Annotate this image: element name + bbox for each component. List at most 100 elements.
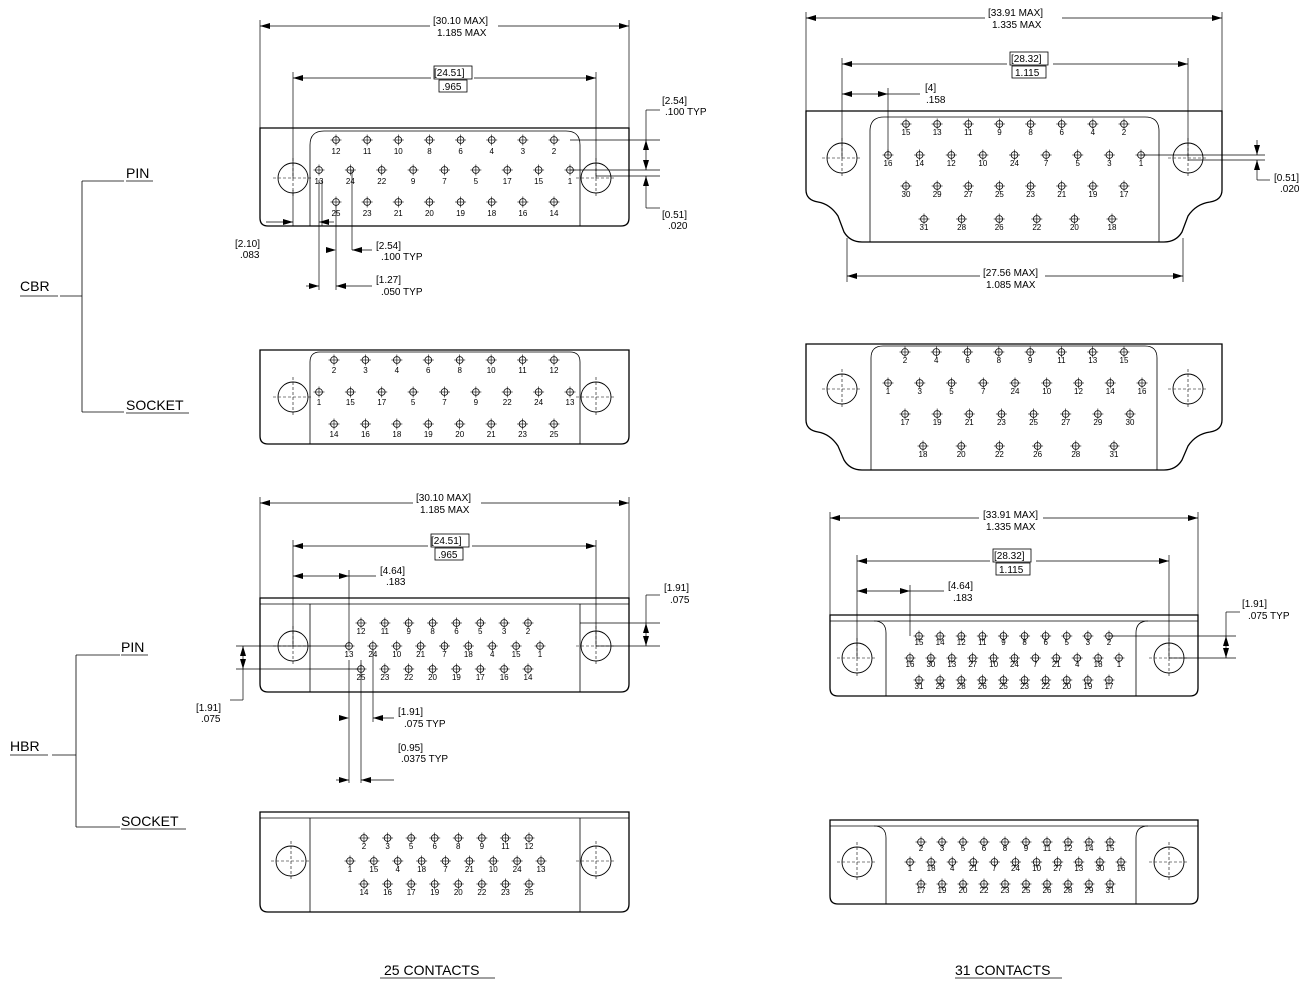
contact-number: 22 <box>477 888 486 897</box>
contact-number: 2 <box>1107 638 1112 647</box>
contact-number: 29 <box>1085 886 1094 895</box>
contact: 7 <box>440 855 451 874</box>
dim-hbr25-width-mm: [30.10 MAX] <box>416 493 471 504</box>
contact: 16 <box>498 663 510 682</box>
hbr31-dimensions: [33.91 MAX] 1.335 MAX [28.32] 1.115 [4.6… <box>829 510 1290 659</box>
contact-number: 24 <box>346 177 355 186</box>
contact-number: 13 <box>1088 356 1097 365</box>
contact: 12 <box>1062 836 1074 853</box>
contact-number: 11 <box>964 128 973 137</box>
contact: 12 <box>1073 377 1084 396</box>
contact: 8 <box>427 617 439 636</box>
contact: 12 <box>523 832 535 851</box>
contact: 19 <box>422 418 434 439</box>
contact: 15 <box>510 640 522 659</box>
contact-number: 19 <box>1083 682 1092 691</box>
contact: 14 <box>548 196 560 218</box>
contact-number: 17 <box>377 398 386 407</box>
contact: 20 <box>957 878 969 895</box>
contact: 19 <box>1082 674 1094 691</box>
contact: 1 <box>882 377 894 396</box>
contact: 28 <box>1070 440 1082 459</box>
contact: 19 <box>429 878 441 897</box>
contact: 5 <box>405 832 417 851</box>
contact: 22 <box>403 663 415 682</box>
contact-number: 12 <box>1064 844 1073 853</box>
contact: 9 <box>1020 836 1032 853</box>
contact: 7 <box>1040 149 1052 168</box>
contact: 5 <box>474 617 486 636</box>
contact-number: 3 <box>521 147 526 156</box>
contact-number: 24 <box>534 398 543 407</box>
contact-number: 8 <box>457 366 462 375</box>
dim-hbr31-width-in: 1.335 MAX <box>986 522 1036 533</box>
contact: 9 <box>1024 346 1036 365</box>
contact: 1 <box>1113 652 1125 669</box>
contact: 21 <box>415 640 427 659</box>
contact-number: 11 <box>978 638 987 647</box>
mounting-hole <box>271 841 311 881</box>
dim-hbr25-stagger-mm: [0.95] <box>398 743 423 754</box>
contact-number: 25 <box>999 682 1008 691</box>
contact: 1 <box>313 386 325 407</box>
hbr-tree: HBR PIN SOCKET <box>10 639 186 830</box>
contact: 7 <box>988 856 1000 873</box>
contact-number: 12 <box>957 638 966 647</box>
contact: 20 <box>955 440 967 459</box>
contact-number: 8 <box>430 627 435 636</box>
contact-number: 31 <box>915 682 924 691</box>
contact-number: 20 <box>1070 223 1079 232</box>
contact: 17 <box>376 386 388 407</box>
contact-number: 27 <box>1061 418 1070 427</box>
contact-number: 31 <box>920 223 929 232</box>
contact-number: 20 <box>428 673 437 682</box>
contact-number: 19 <box>452 673 461 682</box>
contact-number: 13 <box>1074 864 1083 873</box>
contact: 4 <box>391 354 403 375</box>
contact: 23 <box>995 408 1007 427</box>
contact-number: 10 <box>487 366 496 375</box>
contact-number: 11 <box>381 627 390 636</box>
contact: 20 <box>452 878 464 897</box>
contact-number: 2 <box>362 842 367 851</box>
contact: 25 <box>548 418 560 439</box>
contact: 12 <box>548 354 560 375</box>
contact: 21 <box>1050 652 1062 669</box>
contact-number: 23 <box>1020 682 1029 691</box>
contact-number: 17 <box>407 888 416 897</box>
contact: 11 <box>976 630 988 647</box>
contact: 2 <box>328 354 340 375</box>
contact-number: 21 <box>465 865 474 874</box>
mounting-hole <box>1149 842 1189 882</box>
contact-number: 20 <box>1062 682 1071 691</box>
contact-number: 24 <box>1011 864 1020 873</box>
contact: 14 <box>914 149 926 168</box>
contact-number: 18 <box>927 864 936 873</box>
contact-number: 14 <box>360 888 369 897</box>
contact-number: 9 <box>997 128 1002 137</box>
contact-number: 22 <box>377 177 386 186</box>
contact: 23 <box>361 196 373 218</box>
cbr31-dimensions: [33.91 MAX] 1.335 MAX [28.32] 1.115 [4] … <box>805 8 1300 291</box>
dim-hbr31-spacing-in: 1.115 <box>999 565 1024 576</box>
contact: 11 <box>379 617 391 636</box>
contact: 21 <box>1056 180 1068 199</box>
contact-number: 7 <box>442 650 447 659</box>
contact: 28 <box>956 213 968 232</box>
contact-number: 5 <box>1076 159 1081 168</box>
contact: 6 <box>1056 118 1068 137</box>
cbr-label: CBR <box>20 278 50 294</box>
contact-number: 6 <box>1043 638 1048 647</box>
contact: 26 <box>993 213 1005 232</box>
contact: 2 <box>1118 118 1130 137</box>
contact: 19 <box>450 663 462 682</box>
contact-number: 6 <box>426 366 431 375</box>
contact: 23 <box>379 663 391 682</box>
contact-number: 30 <box>1095 864 1104 873</box>
contact: 11 <box>1055 346 1067 365</box>
dim-hbr25-row2-in: .075 <box>201 714 221 725</box>
contact: 7 <box>1029 652 1041 669</box>
contact-number: 1 <box>908 864 913 873</box>
